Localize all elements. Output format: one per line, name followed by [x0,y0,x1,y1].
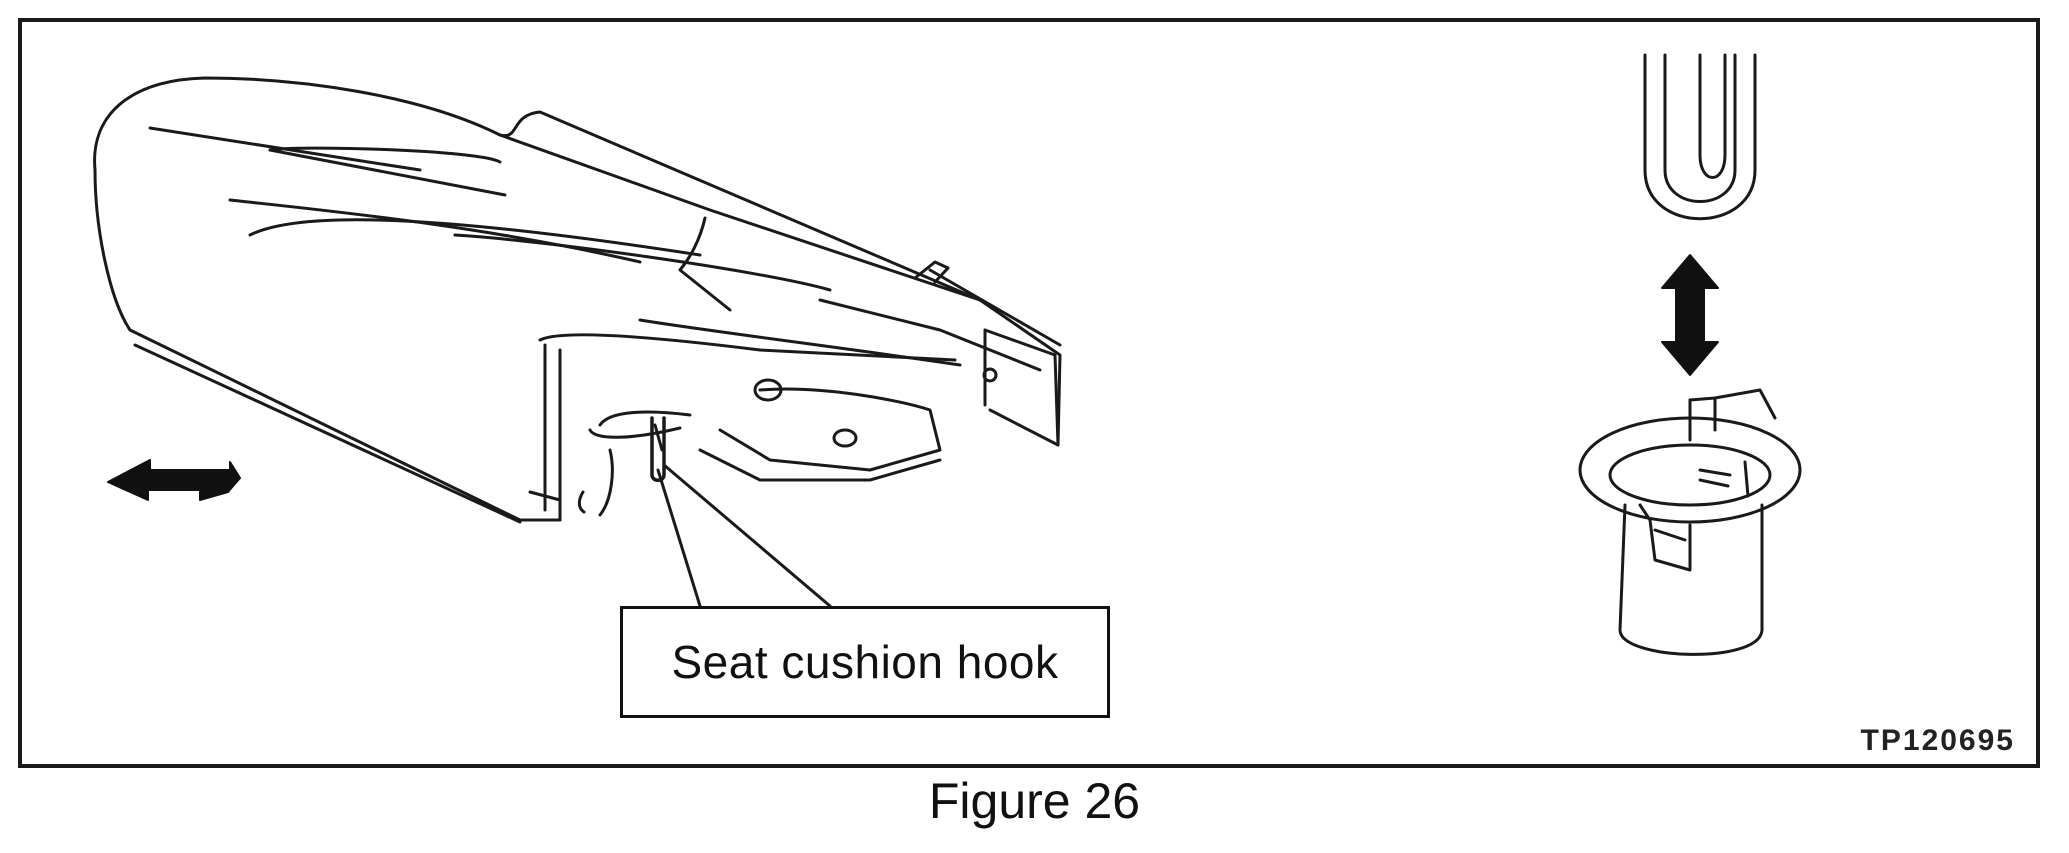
front-direction-arrow [107,459,241,501]
figure-id: TP120695 [1860,724,2015,757]
callout-label: Seat cushion hook [671,636,1059,688]
seat-cushion-hook [650,416,666,482]
figure-caption: Figure 26 [928,773,1141,829]
callout-leader-lines [656,463,832,608]
seat-cushion-body [93,76,1062,524]
clip-retainer [1578,388,1802,656]
double-arrow [1661,254,1719,376]
hook-detail [1643,53,1757,221]
callout-box: Seat cushion hook [620,606,1110,718]
